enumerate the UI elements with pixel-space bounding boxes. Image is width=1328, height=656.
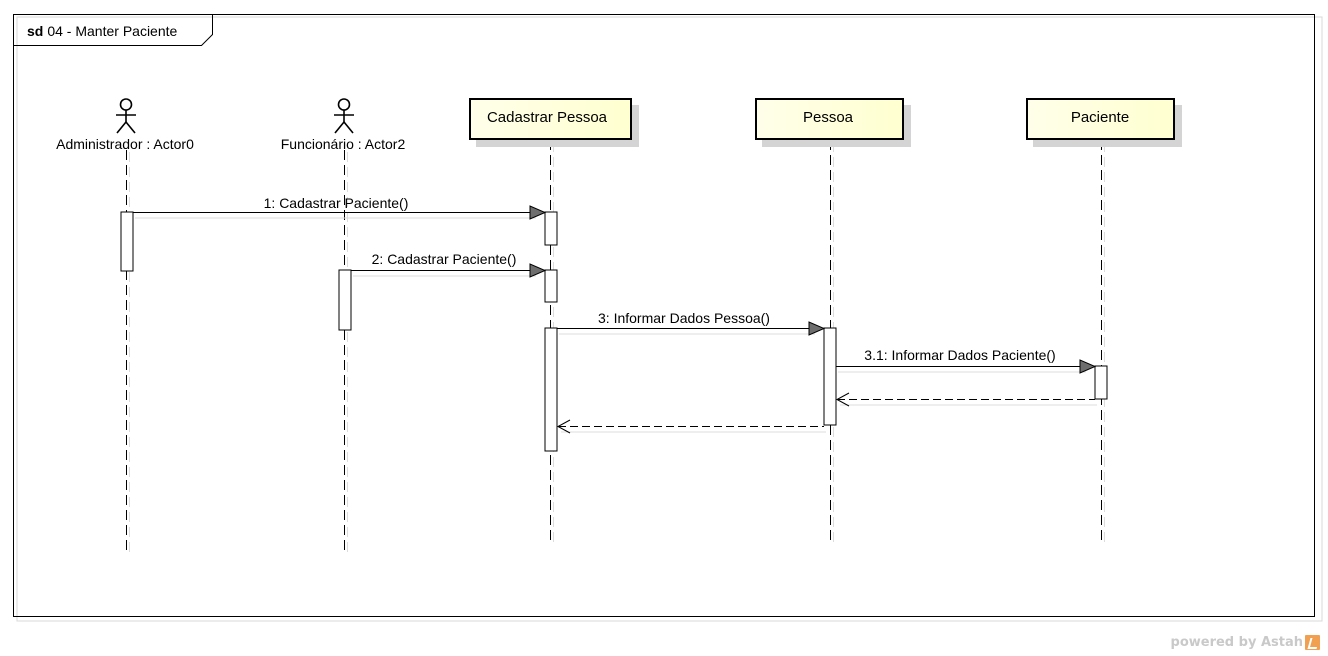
actor-label: Administrador : Actor0 [56, 136, 194, 152]
frame-name: 04 - Manter Paciente [47, 23, 177, 39]
activation-pessoa [823, 327, 837, 426]
actor-admin: Administrador : Actor0 [56, 98, 194, 152]
activation-func [338, 269, 352, 331]
open-arrow-icon [835, 392, 850, 407]
message-2: 2: Cadastrar Paciente() [351, 251, 547, 278]
arrow-head-icon [808, 321, 826, 336]
footer-text: powered by Astah [1170, 634, 1303, 650]
astah-logo-icon [1305, 634, 1320, 650]
message-label: 1: Cadastrar Paciente() [264, 195, 409, 211]
frame-keyword: sd [27, 23, 43, 39]
object-label: Paciente [1071, 109, 1129, 126]
actor-func: Funcionário : Actor2 [281, 98, 406, 152]
activation-paciente [1094, 365, 1108, 400]
object-pessoa: Pessoa [755, 98, 911, 147]
frame-border [13, 14, 1315, 617]
message-3: 3: Informar Dados Pessoa() [557, 310, 826, 336]
object-cadastrar: Cadastrar Pessoa [469, 98, 639, 147]
frame-tab [13, 14, 213, 46]
message-return-1 [835, 392, 1097, 407]
object-box [469, 98, 632, 140]
message-label: 3.1: Informar Dados Paciente() [864, 347, 1055, 363]
object-paciente: Paciente [1026, 98, 1182, 147]
stick-figure-icon [334, 98, 354, 134]
powered-by-footer: powered by Astah [1171, 633, 1320, 651]
activation-cadastrar-1 [544, 211, 558, 246]
object-box [1026, 98, 1175, 140]
open-arrow-icon [556, 419, 571, 434]
message-return-2 [556, 419, 826, 434]
activation-cadastrar-2 [544, 269, 558, 303]
frame-shadow [16, 16, 1323, 622]
message-label: 3: Informar Dados Pessoa() [598, 310, 770, 326]
stick-figure-icon [116, 98, 136, 134]
message-label: 2: Cadastrar Paciente() [372, 251, 517, 267]
activation-admin [120, 211, 134, 272]
activations [120, 211, 1108, 452]
message-3-1: 3.1: Informar Dados Paciente() [836, 347, 1097, 374]
object-label: Cadastrar Pessoa [487, 109, 608, 126]
object-box [755, 98, 904, 140]
object-label: Pessoa [803, 109, 854, 126]
arrow-head-icon [529, 205, 547, 220]
arrow-head-icon [529, 263, 547, 278]
arrow-head-icon [1079, 359, 1097, 374]
message-1: 1: Cadastrar Paciente() [133, 195, 547, 220]
actor-label: Funcionário : Actor2 [281, 136, 406, 152]
activation-cadastrar-3 [544, 327, 558, 452]
